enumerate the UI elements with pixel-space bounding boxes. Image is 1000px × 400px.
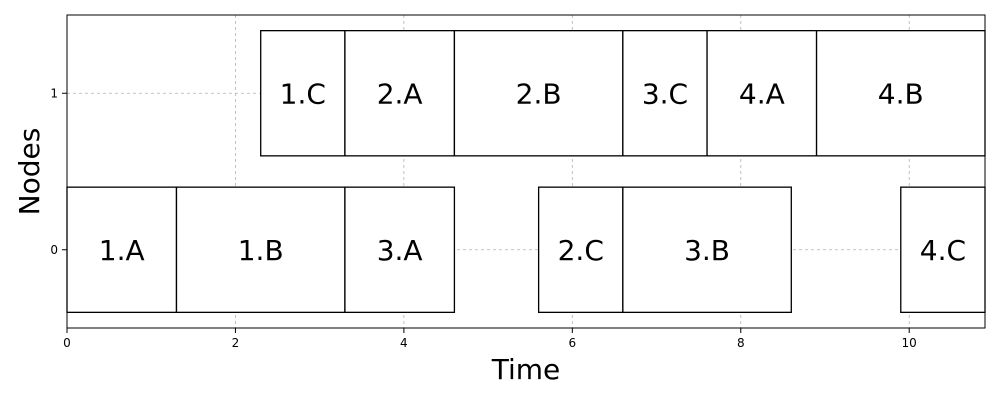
task-label: 4.C bbox=[920, 234, 966, 267]
x-tick-label: 0 bbox=[63, 336, 71, 350]
y-axis-label: Nodes bbox=[13, 128, 46, 216]
task-bar bbox=[260, 29, 346, 157]
task-blocks: 1.A 1.B 3.A 2.C 3.B 4.C 1.C 2.A 2.B 3.C 4.A 4.B bbox=[66, 29, 986, 313]
y-tick-label: 1 bbox=[50, 86, 58, 100]
task-label: 1.A bbox=[99, 234, 145, 267]
task-block: 1.C bbox=[260, 29, 346, 157]
plot-frame bbox=[66, 14, 986, 329]
x-tick-label: 10 bbox=[902, 336, 917, 350]
task-block: 4.C bbox=[900, 186, 986, 313]
task-block: 3.C bbox=[622, 29, 708, 157]
x-axis-label: Time bbox=[491, 353, 561, 386]
task-block: 1.A bbox=[66, 186, 178, 313]
task-block: 1.B bbox=[175, 186, 346, 313]
task-block: 3.A bbox=[344, 186, 456, 313]
y-axis-ticks: 01 bbox=[50, 86, 67, 257]
task-bar bbox=[537, 186, 624, 313]
task-label: 2.B bbox=[516, 77, 562, 110]
task-block: 2.B bbox=[453, 29, 624, 157]
task-bar bbox=[622, 186, 792, 313]
task-block: 4.B bbox=[815, 29, 986, 157]
task-bar bbox=[66, 186, 178, 313]
x-tick-label: 6 bbox=[569, 336, 577, 350]
task-label: 2.A bbox=[377, 77, 423, 110]
task-label: 3.A bbox=[377, 234, 423, 267]
task-bar bbox=[622, 29, 708, 157]
task-label: 3.C bbox=[642, 77, 688, 110]
task-bar bbox=[344, 186, 456, 313]
task-block: 2.A bbox=[344, 29, 456, 157]
task-bar bbox=[815, 29, 986, 157]
task-bar bbox=[453, 29, 624, 157]
x-tick-label: 2 bbox=[232, 336, 240, 350]
task-block: 4.A bbox=[706, 29, 818, 157]
task-label: 1.B bbox=[238, 234, 284, 267]
task-block: 3.B bbox=[622, 186, 792, 313]
task-label: 3.B bbox=[684, 234, 730, 267]
task-label: 4.A bbox=[739, 77, 785, 110]
y-tick-label: 0 bbox=[50, 243, 58, 257]
x-axis-ticks: 0 2 4 6 8 10 bbox=[63, 328, 917, 350]
task-label: 4.B bbox=[878, 77, 924, 110]
task-bar bbox=[706, 29, 818, 157]
task-label: 2.C bbox=[558, 234, 604, 267]
task-block: 2.C bbox=[537, 186, 624, 313]
task-bar bbox=[344, 29, 456, 157]
task-bar bbox=[900, 186, 986, 313]
x-tick-label: 4 bbox=[400, 336, 408, 350]
x-tick-label: 8 bbox=[737, 336, 745, 350]
task-label: 1.C bbox=[280, 77, 326, 110]
